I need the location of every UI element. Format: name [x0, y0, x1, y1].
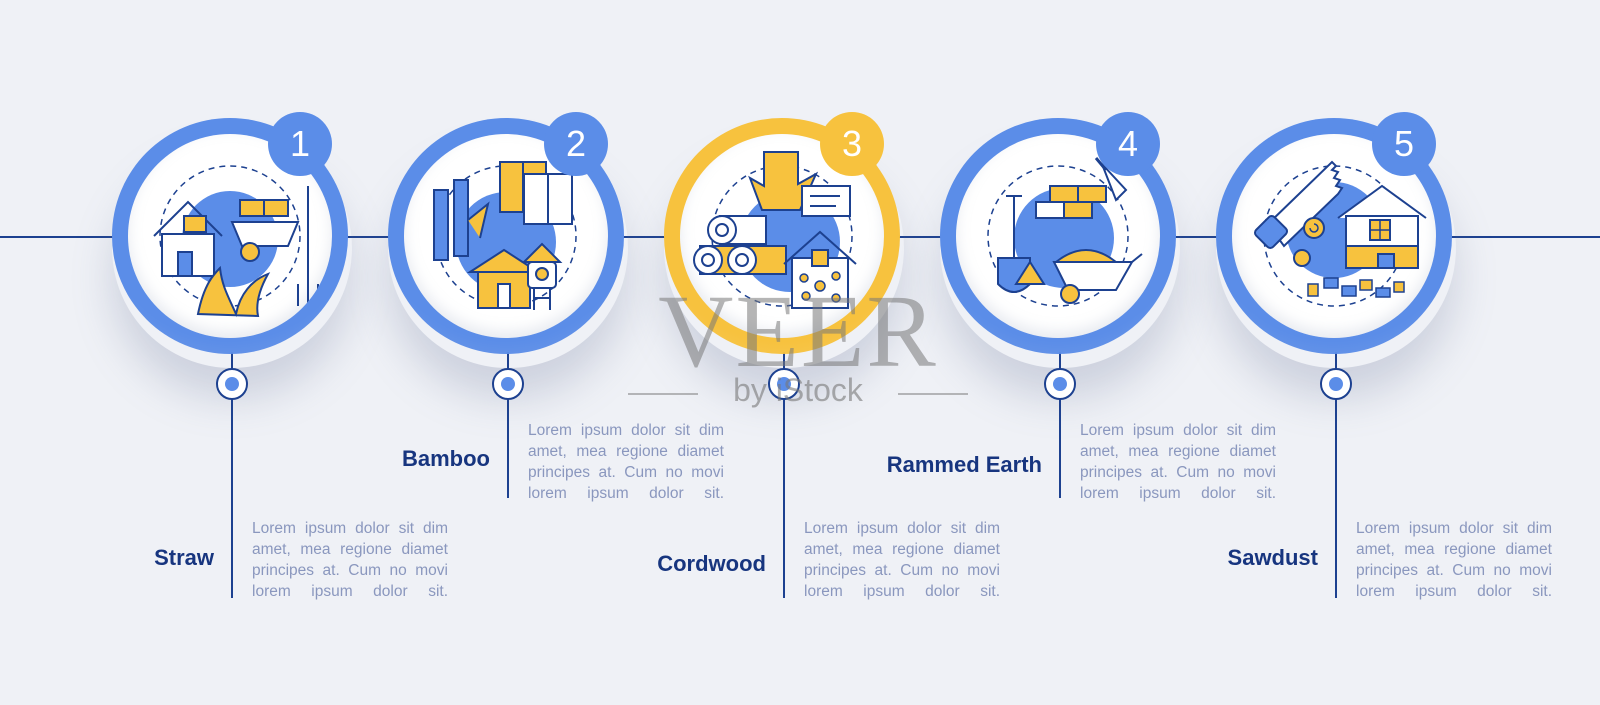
bamboo-pagoda-icon: [433, 161, 577, 310]
icon-circle: [956, 134, 1160, 338]
connector-line: [1059, 352, 1061, 498]
connector-line: [231, 352, 233, 598]
step-description: Lorem ipsum dolor sit dim amet, mea regi…: [528, 422, 724, 502]
step-title: Straw: [154, 545, 214, 570]
step-4: 4 Rammed Earth Lorem ipsum dolor sit dim…: [887, 0, 1276, 705]
step-description: Lorem ipsum dolor sit dim amet, mea regi…: [1356, 520, 1552, 600]
shovel-bricks-wheelbarrow-icon: [987, 157, 1143, 307]
step-number-badge: 5: [1372, 112, 1436, 176]
step-number-badge: 3: [820, 112, 884, 176]
connector-line: [507, 352, 509, 498]
step-2: 2 Bamboo Lorem ipsum dolor sit dim amet,…: [368, 0, 724, 705]
step-title: Cordwood: [657, 551, 766, 576]
timeline-dot: [216, 368, 248, 400]
saw-sawdust-house-icon: [1253, 160, 1427, 307]
step-description: Lorem ipsum dolor sit dim amet, mea regi…: [1080, 422, 1276, 502]
step-title: Rammed Earth: [886, 452, 1042, 477]
cordwood-logs-house-icon: [693, 151, 857, 309]
step-number-badge: 2: [544, 112, 608, 176]
step-5: 5 Sawdust Lorem ipsum dolor sit dim amet…: [1196, 0, 1552, 705]
step-title: Bamboo: [402, 446, 490, 471]
step-1: 1 Straw Lorem ipsum dolor sit dim amet, …: [92, 0, 448, 705]
step-number-badge: 4: [1096, 112, 1160, 176]
connector-line: [1335, 352, 1337, 598]
icon-circle: [128, 134, 332, 338]
step-description: Lorem ipsum dolor sit dim amet, mea regi…: [804, 520, 1000, 600]
icon-circle: [680, 134, 884, 338]
step-title: Sawdust: [1227, 545, 1318, 570]
step-description: Lorem ipsum dolor sit dim amet, mea regi…: [252, 520, 448, 600]
connector-line: [783, 352, 785, 598]
timeline-dot: [1044, 368, 1076, 400]
timeline-dot: [1320, 368, 1352, 400]
timeline-dot: [492, 368, 524, 400]
timeline-dot: [768, 368, 800, 400]
step-number-badge: 1: [268, 112, 332, 176]
icon-circle: [1232, 134, 1436, 338]
step-3: 3 Cordwood Lorem ipsum dolor sit dim ame…: [644, 0, 1000, 705]
straw-house-wheelbarrow-icon: [153, 165, 319, 318]
icon-circle: [404, 134, 608, 338]
